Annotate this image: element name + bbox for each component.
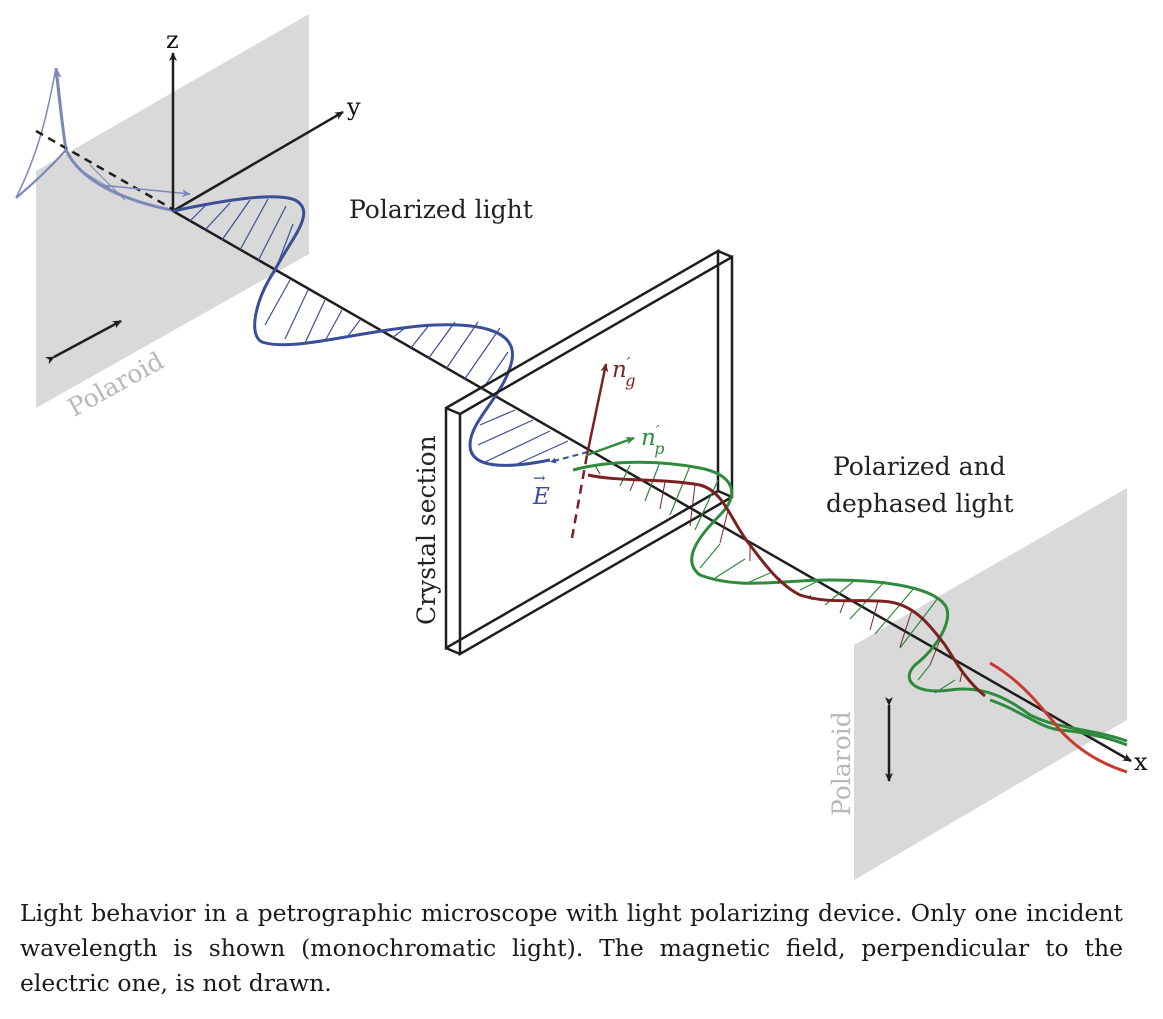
right-polaroid-label: Polaroid (827, 711, 856, 816)
crystal-section-label: Crystal section (412, 435, 441, 625)
n-p-label: n′p (641, 422, 664, 458)
np-wave-curve (572, 460, 1128, 743)
n-p-arrow-icon (586, 436, 635, 457)
axis-x-label: x (1134, 748, 1148, 776)
polarized-wave-field-vectors (189, 198, 569, 466)
axis-y-icon (172, 110, 344, 213)
right-polaroid-plate (854, 488, 1127, 880)
e-field-label: E (532, 484, 550, 510)
e-field-arrow-accent: → (533, 469, 546, 487)
emerging-light (989, 661, 1128, 774)
n-g-label: n′g (612, 354, 635, 390)
e-field-icon (549, 451, 589, 464)
polarized-dephased-label-line1: Polarized and (833, 452, 1006, 481)
polarized-wave (172, 195, 589, 467)
index-axes: n′g n′p E → (532, 354, 664, 539)
figure-caption: Light behavior in a petrographic microsc… (20, 899, 1123, 997)
n-g-arrow-icon (585, 363, 609, 456)
crystal-section: Crystal section (412, 248, 734, 657)
emerging-red-curve (989, 661, 1128, 774)
polarized-dephased-label-line2: dephased light (826, 489, 1014, 518)
petrographic-light-diagram: Polaroid Polaroid z y x (15, 14, 1148, 880)
polarized-light-label: Polarized light (349, 195, 533, 224)
axis-z-label: z (166, 26, 179, 54)
dephased-wave-ng (587, 466, 986, 698)
ng-field-vectors (595, 466, 963, 683)
left-polarization-arrow-icon (45, 319, 122, 365)
ng-wave-curve (587, 473, 986, 698)
coordinate-axes: z y x (166, 26, 1148, 776)
axis-y-label: y (346, 93, 361, 121)
incident-unpolarized-wave (15, 67, 191, 213)
polarized-wave-curve (172, 195, 551, 467)
right-polaroid: Polaroid (827, 488, 1127, 880)
dephased-wave-np (572, 460, 1128, 743)
axis-x-icon (172, 209, 1132, 763)
